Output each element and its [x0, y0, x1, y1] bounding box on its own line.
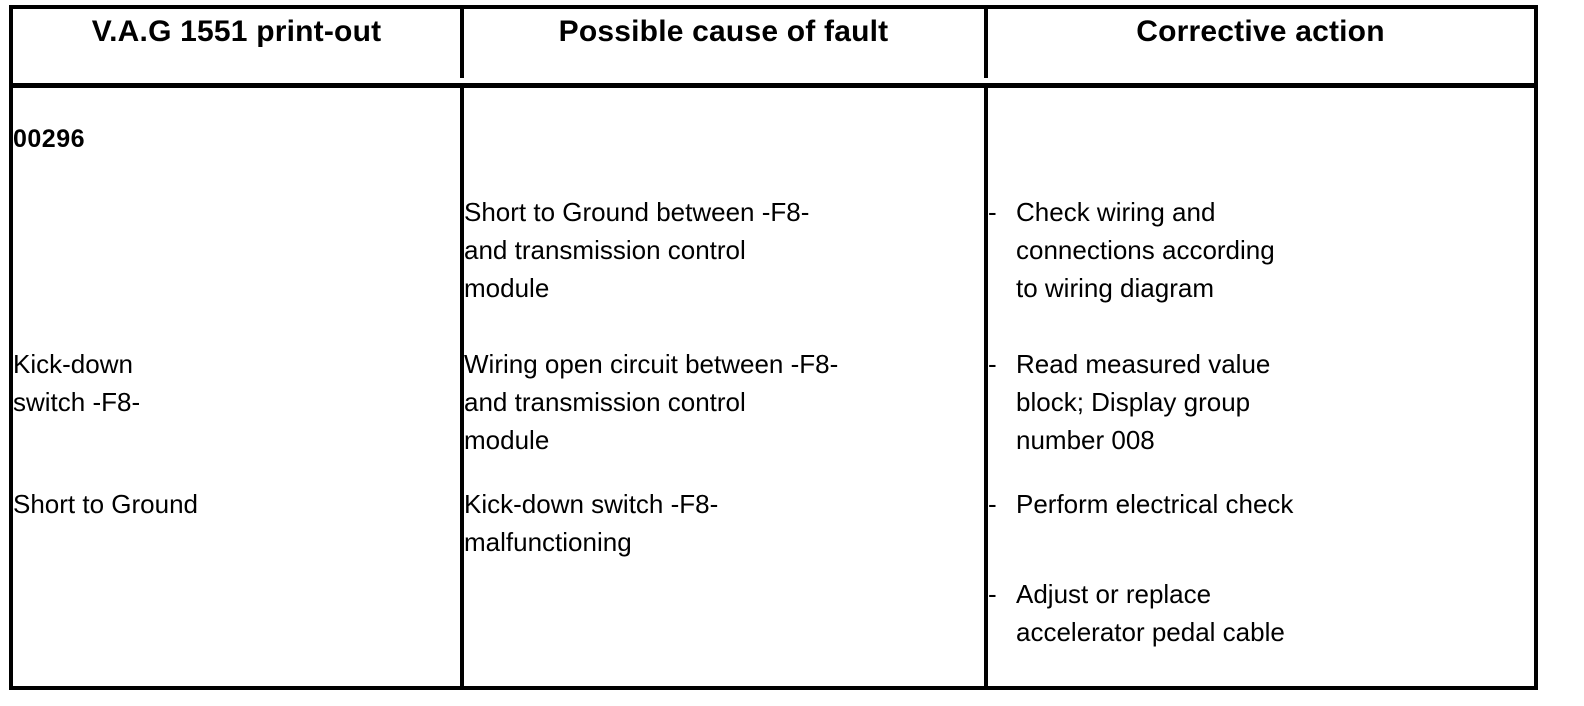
cause-entry: Kick-down switch -F8- malfunctioning [464, 485, 980, 561]
column-header-printout-label: V.A.G 1551 print-out [91, 15, 382, 48]
cause-entry-line: module [464, 273, 550, 303]
action-entry-line: connections according [1016, 235, 1275, 265]
fault-code-block: 00296 [13, 120, 456, 158]
printout-entry-line: Kick-down [13, 349, 133, 379]
action-entry-line: Perform electrical check [1016, 489, 1294, 519]
cause-entry: Wiring open circuit between -F8- and tra… [464, 345, 980, 459]
column-action: - Check wiring and connections according… [988, 88, 1534, 686]
cause-entry-line: Short to Ground between -F8- [464, 197, 810, 227]
header-column-divider-1 [460, 9, 464, 78]
printout-entry: Short to Ground [13, 485, 456, 523]
action-entry-line: to wiring diagram [1016, 273, 1214, 303]
column-printout: 00296 Kick-down switch -F8- Short to Gro… [13, 88, 460, 686]
cause-entry-line: and transmission control [464, 235, 746, 265]
bullet-dash-icon: - [988, 197, 997, 227]
column-header-action-label: Corrective action [1136, 15, 1385, 48]
action-entry-line: Adjust or replace [1016, 579, 1212, 609]
body-column-divider-1 [460, 88, 464, 686]
header-column-divider-2 [984, 9, 988, 78]
cause-entry: Short to Ground between -F8- and transmi… [464, 193, 980, 307]
column-header-cause: Possible cause of fault [463, 9, 984, 83]
fault-code: 00296 [13, 125, 86, 153]
table-header-row: V.A.G 1551 print-out Possible cause of f… [13, 9, 1534, 88]
action-entry: - Check wiring and connections according… [988, 193, 1530, 307]
cause-entry-line: malfunctioning [464, 527, 632, 557]
cause-entry-line: and transmission control [464, 387, 746, 417]
action-entry-line: accelerator pedal cable [1016, 617, 1285, 647]
action-entry-text: Check wiring and connections according t… [1016, 193, 1530, 307]
printout-entry: Kick-down switch -F8- [13, 345, 456, 421]
printout-entry-line: Short to Ground [13, 489, 198, 519]
cause-entry-line: module [464, 425, 550, 455]
fault-diagnosis-table: V.A.G 1551 print-out Possible cause of f… [9, 5, 1538, 690]
action-entry: - Read measured value block; Display gro… [988, 345, 1530, 459]
action-entry-line: number 008 [1016, 425, 1155, 455]
action-entry-line: Read measured value [1016, 349, 1271, 379]
column-header-cause-label: Possible cause of fault [558, 15, 889, 48]
table-body: 00296 Kick-down switch -F8- Short to Gro… [13, 88, 1534, 686]
column-header-action: Corrective action [987, 9, 1534, 83]
action-entry-line: block; Display group [1016, 387, 1251, 417]
bullet-dash-icon: - [988, 349, 997, 379]
bullet-dash-icon: - [988, 489, 997, 519]
printout-entry-line: switch -F8- [13, 387, 141, 417]
bullet-dash-icon: - [988, 579, 997, 609]
column-cause: Short to Ground between -F8- and transmi… [464, 88, 984, 686]
body-column-divider-2 [984, 88, 988, 686]
cause-entry-line: Wiring open circuit between -F8- [464, 349, 839, 379]
action-entry-line: Check wiring and [1016, 197, 1216, 227]
action-entry-text: Perform electrical check [1016, 485, 1530, 523]
action-entry: - Adjust or replace accelerator pedal ca… [988, 575, 1530, 651]
column-header-printout: V.A.G 1551 print-out [13, 9, 460, 83]
action-entry: - Perform electrical check [988, 485, 1530, 523]
action-entry-text: Read measured value block; Display group… [1016, 345, 1530, 459]
cause-entry-line: Kick-down switch -F8- [464, 489, 719, 519]
action-entry-text: Adjust or replace accelerator pedal cabl… [1016, 575, 1530, 651]
